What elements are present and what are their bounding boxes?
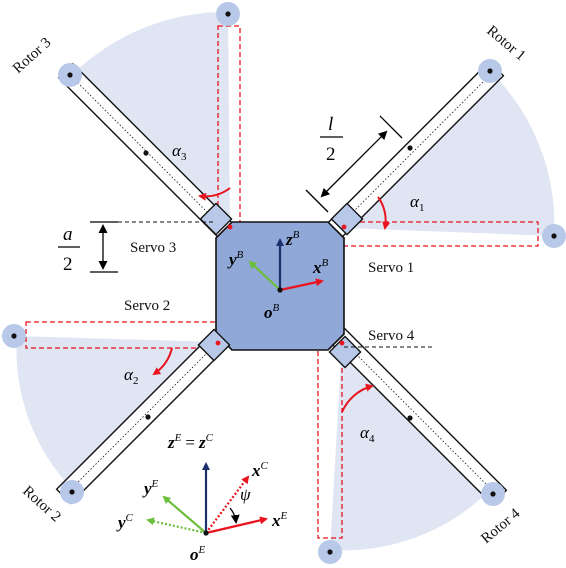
body-frame-axes (248, 238, 324, 292)
servo-4-block (328, 335, 362, 369)
earth-y-axis (162, 495, 207, 534)
rotor-sweep-sectors (16, 11, 555, 551)
earth-origin (203, 530, 209, 536)
alpha-3-label: α3 (172, 141, 187, 163)
earth-x-label: xE (271, 510, 288, 530)
rotor-centers (11, 11, 557, 555)
body-origin (277, 287, 283, 293)
half-body-width-dimension (90, 221, 118, 273)
body-origin-label: oB (264, 302, 280, 322)
sector-rotor-2 (16, 336, 218, 490)
arm-midpoints (143, 145, 413, 421)
rotor-3-label: Rotor 3 (10, 35, 54, 77)
servo-3-label: Servo 3 (130, 240, 176, 256)
svg-text:2: 2 (63, 254, 73, 275)
servo-blocks (197, 202, 364, 369)
svg-text:2: 2 (326, 144, 336, 165)
body-x-label: xB (312, 257, 329, 277)
body-x-axis (279, 278, 324, 292)
alpha-2-label: α2 (124, 365, 138, 387)
alpha-1-label: α1 (410, 192, 424, 214)
earth-origin-label: oE (190, 544, 206, 564)
servo-angle-arcs (152, 187, 391, 413)
alpha-2-arc (152, 347, 173, 376)
rotor-4-label: Rotor 4 (478, 505, 523, 547)
body-y-label: yB (227, 249, 244, 269)
sector-rotor-3 (73, 11, 230, 229)
servo-1-label: Servo 1 (368, 260, 414, 276)
yaw-arc (229, 507, 240, 524)
sector-rotor-1 (344, 71, 555, 236)
earth-z-equals-camera-z-label: zE=zC (167, 432, 214, 452)
rotor-1-label: Rotor 1 (483, 23, 528, 64)
alpha-1-arc (377, 196, 391, 230)
servo-pivots (215, 224, 347, 346)
camera-y-axis (146, 517, 207, 535)
earth-x-axis (205, 516, 268, 535)
camera-x-label: xC (251, 460, 269, 480)
half-arm-length-dimension (305, 115, 403, 213)
alpha-3-arc (198, 187, 231, 201)
svg-text:l: l (328, 114, 333, 135)
earth-frame-axes (146, 462, 268, 535)
yaw-psi-label: ψ (240, 485, 251, 504)
sector-rotor-4 (330, 342, 490, 551)
earth-y-label: yE (142, 478, 159, 498)
svg-text:a: a (63, 224, 73, 245)
camera-y-label: yC (116, 512, 134, 532)
l-over-2-label: l 2 (320, 114, 343, 165)
a-over-2-label: a 2 (58, 224, 80, 275)
servo-2-label: Servo 2 (124, 298, 170, 314)
servo-3-block (199, 202, 233, 236)
servo-2-block (197, 328, 231, 362)
servo-4-label: Servo 4 (368, 328, 415, 344)
alpha-4-arc (341, 383, 374, 413)
body-z-label: zB (285, 229, 300, 249)
reference-lines (118, 221, 432, 348)
servo-1-block (330, 202, 364, 236)
alpha-4-label: α4 (360, 423, 375, 445)
body-y-axis (248, 260, 281, 291)
